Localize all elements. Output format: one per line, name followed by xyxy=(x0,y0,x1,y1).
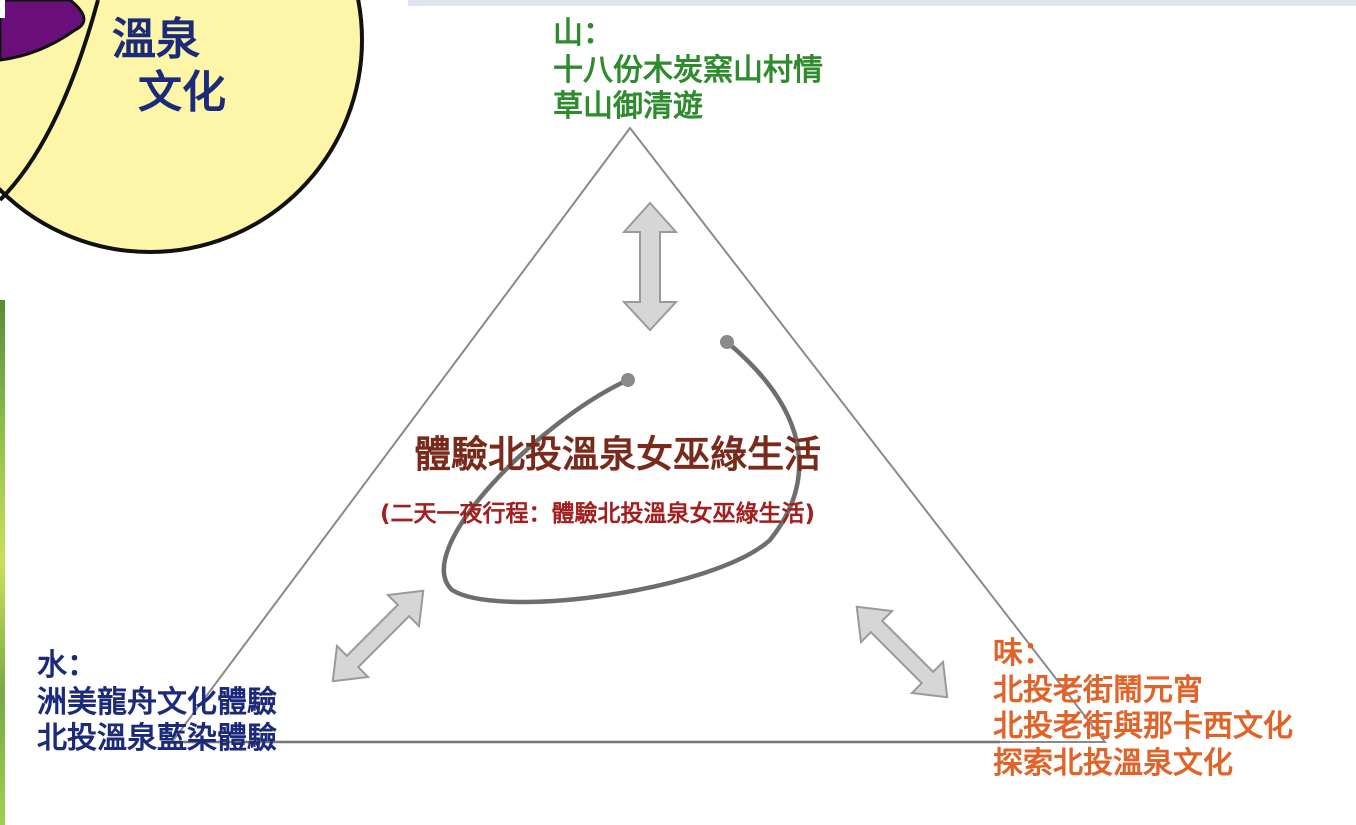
taste-heading: 味： xyxy=(993,636,1053,671)
mountain-label: 山： 十八份木炭窯山村情 草山御清遊 xyxy=(553,16,823,126)
route-loop-curve xyxy=(441,340,802,605)
corner-badge-purple-segment xyxy=(0,0,86,62)
taste-item: 北投老街鬧元宵 xyxy=(993,672,1203,708)
left-decoration-strip xyxy=(0,300,5,825)
mountain-item: 十八份木炭窯山村情 xyxy=(553,52,823,88)
corner-badge-label: 溫泉 文化 xyxy=(112,14,226,120)
double-arrow-top xyxy=(621,201,679,332)
water-label: 水： 洲美龍舟文化體驗 北投溫泉藍染體驗 xyxy=(37,648,277,758)
taste-item: 北投老街與那卡西文化 xyxy=(993,709,1293,745)
corner-badge-circle xyxy=(0,0,364,254)
water-item: 北投溫泉藍染體驗 xyxy=(37,721,277,757)
corner-badge-line2: 文化 xyxy=(138,66,226,118)
corner-badge-line1: 溫泉 xyxy=(112,14,200,65)
mountain-item: 草山御清遊 xyxy=(553,89,703,125)
taste-label: 味： 北投老街鬧元宵 北投老街與那卡西文化 探索北投溫泉文化 xyxy=(993,636,1293,782)
double-arrow-left xyxy=(331,589,425,683)
center-subtitle: (二天一夜行程：體驗北投溫泉女巫綠生活) xyxy=(380,501,816,527)
corner-badge-notch xyxy=(0,0,5,18)
route-start-dot xyxy=(621,373,635,387)
water-heading: 水： xyxy=(37,648,97,683)
mountain-heading: 山： xyxy=(553,16,613,51)
route-end-dot xyxy=(720,335,734,349)
corner-badge-inner-arc xyxy=(0,0,100,202)
top-band xyxy=(408,0,1356,6)
double-arrow-right xyxy=(855,605,949,699)
taste-item: 探索北投溫泉文化 xyxy=(993,745,1233,781)
water-item: 洲美龍舟文化體驗 xyxy=(37,684,277,720)
center-title: 體驗北投溫泉女巫綠生活 xyxy=(414,433,821,476)
